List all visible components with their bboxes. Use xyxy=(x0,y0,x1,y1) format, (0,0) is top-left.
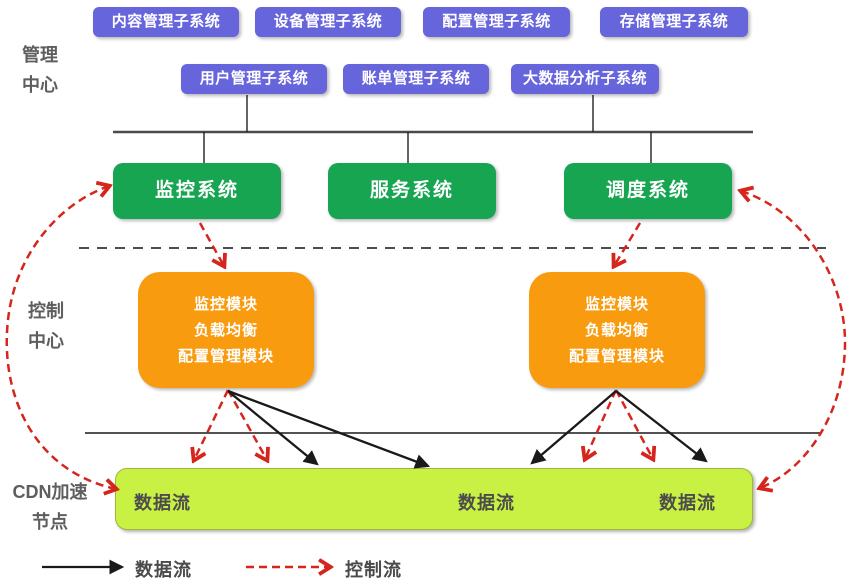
management-center-label-line1: 管理 xyxy=(22,45,58,65)
cdn-node-bar: 数据流 数据流 数据流 xyxy=(115,468,753,530)
system-box-service: 服务系统 xyxy=(328,163,496,219)
subsystem-box-content-mgmt: 内容管理子系统 xyxy=(93,7,239,37)
control-flow-right-module-to-bar-arrow-1 xyxy=(585,389,618,459)
data-stream-label-right: 数据流 xyxy=(659,493,716,513)
cdn-node-label: CDN加速 节点 xyxy=(2,477,98,537)
module-box-left: 监控模块 负载均衡 配置管理模块 xyxy=(138,272,314,388)
control-flow-scheduling-to-right-module-arrow xyxy=(614,222,642,266)
data-stream-label-left: 数据流 xyxy=(134,493,191,513)
control-center-label-line1: 控制 xyxy=(28,301,64,321)
cdn-node-label-line2: 节点 xyxy=(32,512,68,532)
subsystem-box-device-mgmt: 设备管理子系统 xyxy=(255,7,401,37)
legend-data-flow-label: 数据流 xyxy=(135,560,192,580)
control-flow-left-module-to-bar-arrow-1 xyxy=(194,389,230,460)
data-flow-right-module-to-bar-arrow-1 xyxy=(530,390,617,465)
system-box-monitoring: 监控系统 xyxy=(113,163,281,219)
control-center-label-line2: 中心 xyxy=(28,331,64,351)
management-center-label: 管理 中心 xyxy=(14,40,66,100)
control-flow-right-module-to-bar-arrow-2 xyxy=(614,389,653,459)
module-line-loadbalance: 负载均衡 xyxy=(193,322,258,339)
system-box-scheduling: 调度系统 xyxy=(564,163,732,219)
module-box-right: 监控模块 负载均衡 配置管理模块 xyxy=(529,272,705,388)
subsystem-box-storage-mgmt: 存储管理子系统 xyxy=(600,7,748,37)
control-flow-left-module-to-bar-arrow-2 xyxy=(226,389,267,460)
data-flow-right-module-to-bar-arrow-2 xyxy=(615,390,708,463)
subsystem-box-bigdata: 大数据分析子系统 xyxy=(511,64,659,94)
module-line-configmgmt: 配置管理模块 xyxy=(177,348,274,365)
control-flow-monitoring-to-left-module-arrow xyxy=(198,222,224,266)
data-stream-label-middle: 数据流 xyxy=(458,493,515,513)
control-center-label: 控制 中心 xyxy=(20,296,72,356)
cdn-node-label-line1: CDN加速 xyxy=(12,482,88,502)
control-flow-right-arc-scheduling-bar xyxy=(741,191,847,488)
data-flow-left-module-to-bar-arrow-1 xyxy=(227,390,319,466)
module-line-configmgmt: 配置管理模块 xyxy=(568,348,665,365)
module-line-monitoring: 监控模块 xyxy=(584,296,649,313)
management-center-label-line2: 中心 xyxy=(22,75,58,95)
module-line-loadbalance: 负载均衡 xyxy=(584,322,649,339)
module-line-monitoring: 监控模块 xyxy=(193,296,258,313)
data-flow-left-module-to-bar-arrow-2 xyxy=(227,389,431,469)
subsystem-box-user-mgmt: 用户管理子系统 xyxy=(181,64,327,94)
subsystem-box-billing-mgmt: 账单管理子系统 xyxy=(343,64,489,94)
subsystem-box-config-mgmt: 配置管理子系统 xyxy=(423,7,570,37)
legend-control-flow-label: 控制流 xyxy=(345,560,402,580)
